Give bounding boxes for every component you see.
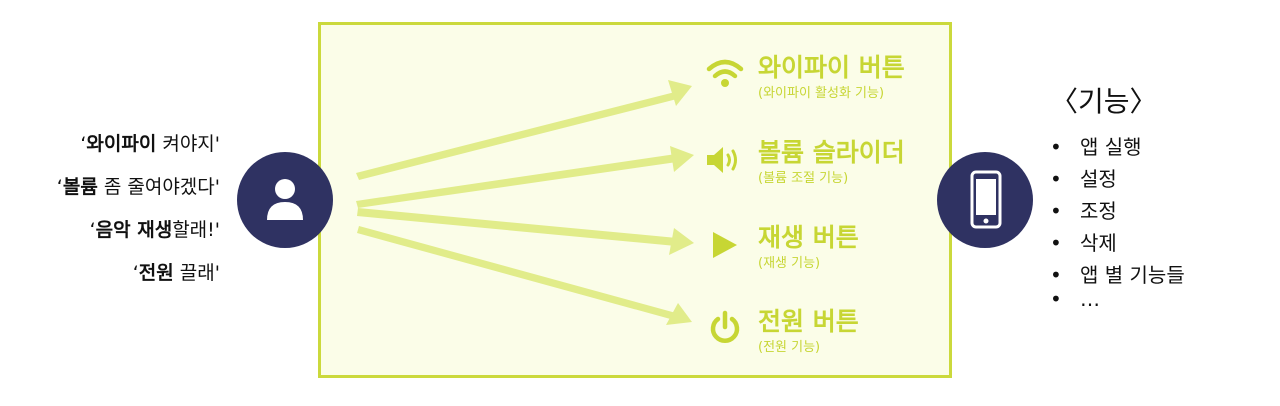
user-avatar — [237, 152, 333, 248]
features-heading: 〈기능〉 — [1050, 85, 1158, 118]
utterance-volume: ‘볼륨 좀 줄여야겠다' — [56, 176, 220, 198]
play-icon — [713, 232, 737, 258]
speaker-icon — [707, 147, 737, 173]
function-title-wifi: 와이파이 버튼 — [758, 53, 905, 82]
utterance-keyword: 볼륨 — [62, 176, 98, 198]
arrow-to-wifi — [356, 92, 677, 180]
phone-avatar — [937, 152, 1033, 248]
utterance-keyword: 음악 재생 — [95, 219, 173, 241]
function-title-volume: 볼륨 슬라이더 — [758, 138, 905, 167]
arrowhead-play — [669, 228, 694, 255]
arrow-to-volume — [356, 154, 677, 208]
function-subtitle-volume: (볼륨 조절 기능) — [758, 171, 849, 186]
utterance-keyword: 와이파이 — [86, 133, 157, 155]
arrowhead-power — [666, 303, 692, 325]
arrowhead-wifi — [668, 80, 692, 106]
feature-item: •앱 실행 — [1050, 135, 1142, 159]
arrowhead-volume — [670, 146, 694, 172]
utterance-power: ‘전원 끌래' — [132, 262, 220, 284]
power-icon — [710, 310, 740, 343]
feature-item: •삭제 — [1050, 231, 1117, 255]
function-title-play: 재생 버튼 — [758, 223, 859, 252]
function-subtitle-power: (전원 기능) — [758, 340, 821, 355]
utterance-keyword: 전원 — [138, 262, 174, 284]
utterance-music: ‘음악 재생할래!' — [89, 219, 220, 241]
feature-item: •… — [1050, 287, 1100, 311]
wifi-icon — [706, 59, 744, 87]
arrow-to-play — [357, 208, 677, 246]
feature-item: •설정 — [1050, 167, 1117, 191]
utterance-wifi: ‘와이파이 켜야지' — [80, 133, 220, 155]
user-icon — [267, 179, 303, 220]
feature-item: •조정 — [1050, 199, 1117, 223]
feature-item: •앱 별 기능들 — [1050, 263, 1185, 287]
function-panel — [318, 22, 952, 378]
function-subtitle-play: (재생 기능) — [758, 256, 821, 271]
smartphone-icon — [970, 170, 1002, 229]
function-title-power: 전원 버튼 — [758, 307, 859, 336]
arrow-to-power — [357, 226, 676, 320]
function-subtitle-wifi: (와이파이 활성화 기능) — [758, 86, 885, 101]
